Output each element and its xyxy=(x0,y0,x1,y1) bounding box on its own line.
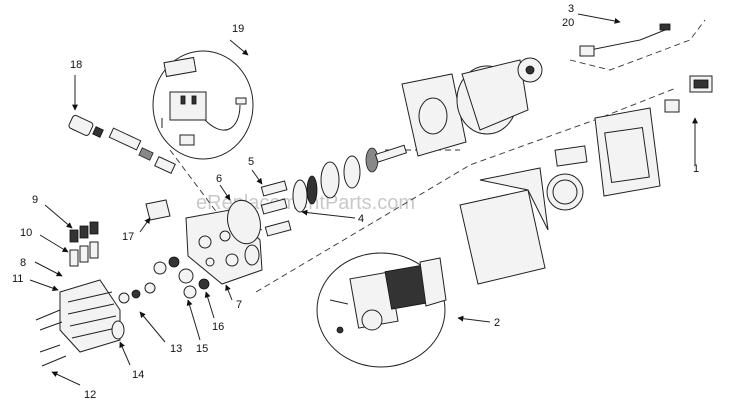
callout-18: 18 xyxy=(70,59,82,71)
front-valve-block xyxy=(35,279,125,367)
part-17-plug xyxy=(145,199,171,221)
callout-3: 3 xyxy=(568,3,574,15)
callout-20: 20 xyxy=(562,17,574,29)
part-13-15-16-seals xyxy=(118,256,210,304)
callout-13: 13 xyxy=(170,343,182,355)
callout-9: 9 xyxy=(32,194,38,206)
part-6-plate xyxy=(227,199,261,245)
callout-15: 15 xyxy=(196,343,208,355)
callout-12: 12 xyxy=(84,389,96,401)
callout-11: 11 xyxy=(12,273,23,285)
callout-labels: 1 2 3 20 4 5 6 7 8 9 10 11 12 13 14 15 1… xyxy=(12,3,699,401)
callout-17: 17 xyxy=(122,231,134,243)
inset-circle-19 xyxy=(152,50,254,160)
callout-16: 16 xyxy=(212,321,224,333)
callout-10: 10 xyxy=(20,227,32,239)
part-18-outlet-fitting xyxy=(68,114,176,174)
front-flange-plate xyxy=(401,57,543,157)
callout-4: 4 xyxy=(358,213,364,225)
callout-1: 1 xyxy=(693,163,699,175)
callout-19: 19 xyxy=(232,23,244,35)
part-1-control-box xyxy=(554,75,713,197)
part-4-bearing-stack xyxy=(292,144,408,213)
leader-lines xyxy=(29,13,698,386)
callout-7: 7 xyxy=(236,299,242,311)
callout-6: 6 xyxy=(216,173,222,185)
motor-shroud xyxy=(459,167,584,285)
part-9-10-valves xyxy=(69,221,99,267)
callout-8: 8 xyxy=(20,257,26,269)
motor-inset-circle xyxy=(316,252,447,368)
callout-2: 2 xyxy=(494,317,500,329)
power-cord xyxy=(579,23,671,57)
callout-14: 14 xyxy=(132,369,144,381)
part-5-pistons xyxy=(260,180,292,237)
callout-5: 5 xyxy=(248,156,254,168)
